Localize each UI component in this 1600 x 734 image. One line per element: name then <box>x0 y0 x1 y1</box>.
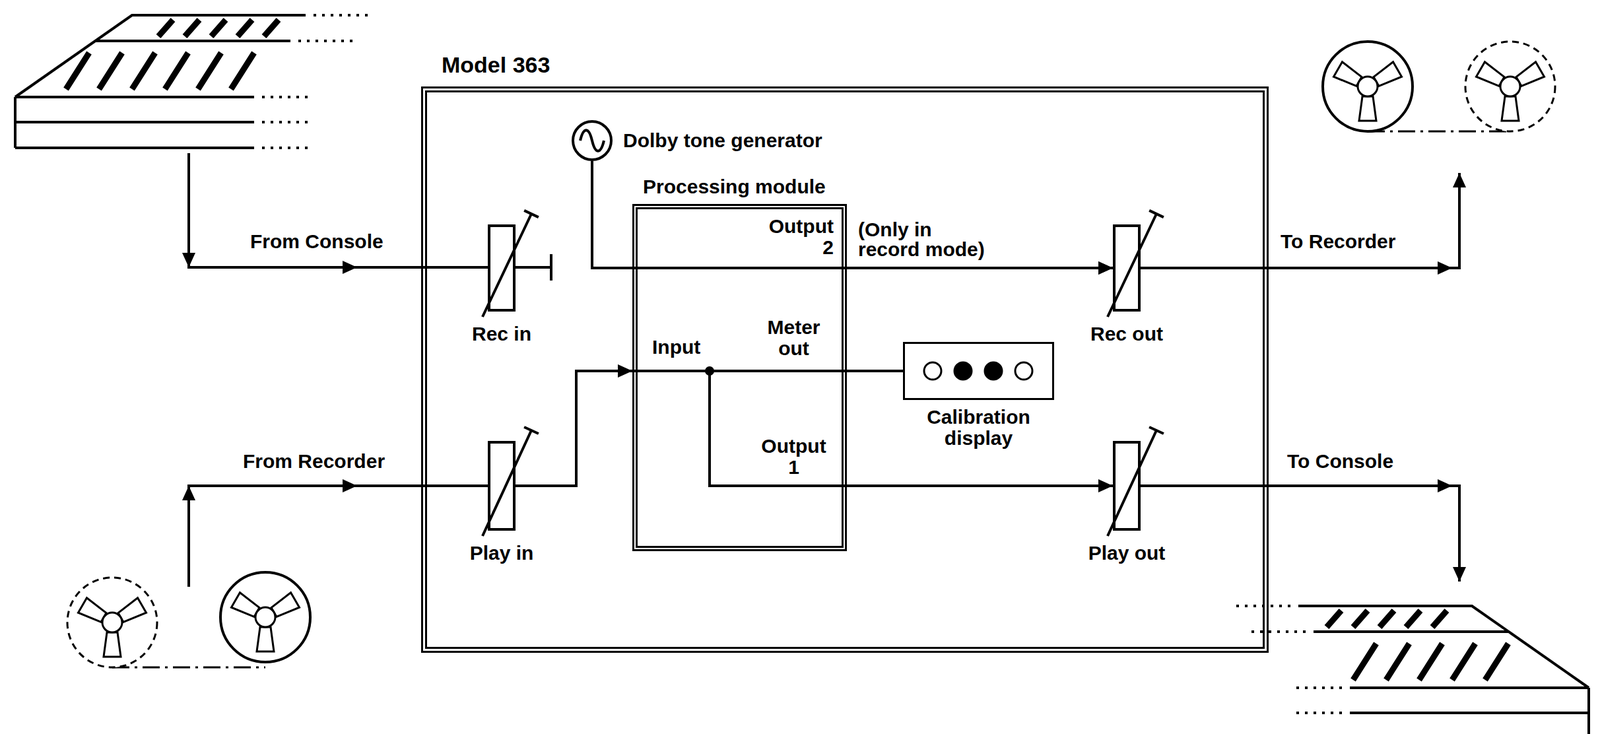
indicator-lamps <box>954 362 972 380</box>
signal-label: To Console <box>1287 450 1394 472</box>
potentiometer-symbol <box>1149 210 1164 218</box>
signal-wires <box>188 485 488 587</box>
console-bottom-right <box>1231 605 1589 734</box>
recorder-bottom-left <box>231 592 300 652</box>
console-bottom-right <box>1326 610 1509 680</box>
potentiometer-symbol <box>1112 440 1141 531</box>
signal-arrowheads <box>342 260 358 274</box>
signal-wires <box>188 153 1460 587</box>
potentiometer-symbol <box>1107 430 1157 536</box>
box-heading: Play in <box>469 542 534 564</box>
level-trim: Rec out <box>1112 224 1141 312</box>
potentiometer-symbol <box>524 427 539 434</box>
potentiometer-symbol <box>524 210 539 218</box>
recorder-top-right <box>1333 62 1402 121</box>
tone-generator: Dolby tone generator <box>571 120 827 162</box>
box-heading: Play out <box>1088 542 1166 564</box>
box-heading: Model 363 <box>441 52 550 77</box>
potentiometer-symbol <box>1149 427 1164 434</box>
console-top-left <box>15 15 373 148</box>
potentiometer-symbol <box>487 224 516 312</box>
signal-arrowheads <box>1437 479 1453 493</box>
port-label: Output 1 <box>759 435 829 478</box>
level-trim: Play in <box>487 440 516 531</box>
signal-arrowheads <box>342 479 358 493</box>
port-label: Input <box>652 336 701 358</box>
recorder-top-right <box>1322 41 1556 132</box>
signal-wires <box>1140 172 1460 268</box>
signal-wires <box>1140 485 1460 582</box>
signal-label: From Recorder <box>242 450 385 472</box>
potentiometer-symbol <box>482 430 532 536</box>
box-heading: Calibration display <box>919 406 1039 449</box>
indicator-lamps <box>904 343 1053 399</box>
oscillator-symbol <box>571 120 613 162</box>
signal-arrowheads <box>182 485 196 501</box>
recorder-top-right <box>1465 41 1556 132</box>
box-heading: Rec in <box>471 323 532 345</box>
console-top-left <box>15 15 373 148</box>
box-heading: Rec out <box>1090 323 1164 345</box>
recorder-top-right <box>1367 130 1511 133</box>
port-label: Output 2 <box>764 215 834 259</box>
unit-housing: Model 363Dolby tone generatorProcessing … <box>421 86 1269 653</box>
console-top-left <box>66 19 279 90</box>
potentiometer-symbol <box>1107 213 1157 317</box>
indicator-lamps <box>1015 362 1033 380</box>
signal-connector <box>846 484 1113 488</box>
recorder-top-right <box>1475 62 1544 121</box>
port-label: Meter out <box>759 316 829 360</box>
box-heading: Dolby tone generator <box>623 130 823 152</box>
signal-label: From Console <box>250 231 384 253</box>
console-bottom-right <box>1231 605 1589 734</box>
oscillator-symbol <box>572 121 612 160</box>
signal-arrowheads <box>1452 172 1467 188</box>
level-trim: Rec in <box>487 224 516 312</box>
level-trim: Play out <box>1112 440 1141 531</box>
indicator-lamps <box>924 362 942 380</box>
calibration-display: Calibration display <box>902 341 1055 400</box>
signal-connector <box>592 161 1113 268</box>
recorder-bottom-left <box>220 572 311 663</box>
recorder-bottom-left <box>77 598 146 657</box>
signal-wires <box>632 370 847 486</box>
potentiometer-symbol <box>487 440 516 531</box>
box-heading: Processing module <box>642 176 826 198</box>
oscillator-symbol <box>580 130 604 152</box>
connector-note: (Only in record mode) <box>858 219 991 260</box>
junction-dot <box>704 366 715 376</box>
potentiometer-symbol <box>1112 224 1141 312</box>
recorder-bottom-left <box>112 666 266 669</box>
signal-arrowheads <box>182 172 1467 582</box>
indicator-lamps <box>984 362 1002 380</box>
signal-arrowheads <box>1452 566 1467 582</box>
signal-connector <box>515 370 633 486</box>
signal-label: To Recorder <box>1280 231 1396 253</box>
recorder-bottom-left <box>67 577 158 668</box>
signal-arrowheads <box>1437 261 1453 275</box>
recorder-top-right <box>1322 41 1413 132</box>
processing-module: Processing moduleOutput 2Meter outInputO… <box>632 203 847 552</box>
potentiometer-symbol <box>482 213 532 317</box>
signal-connector <box>846 369 903 373</box>
signal-arrowheads <box>182 252 196 268</box>
